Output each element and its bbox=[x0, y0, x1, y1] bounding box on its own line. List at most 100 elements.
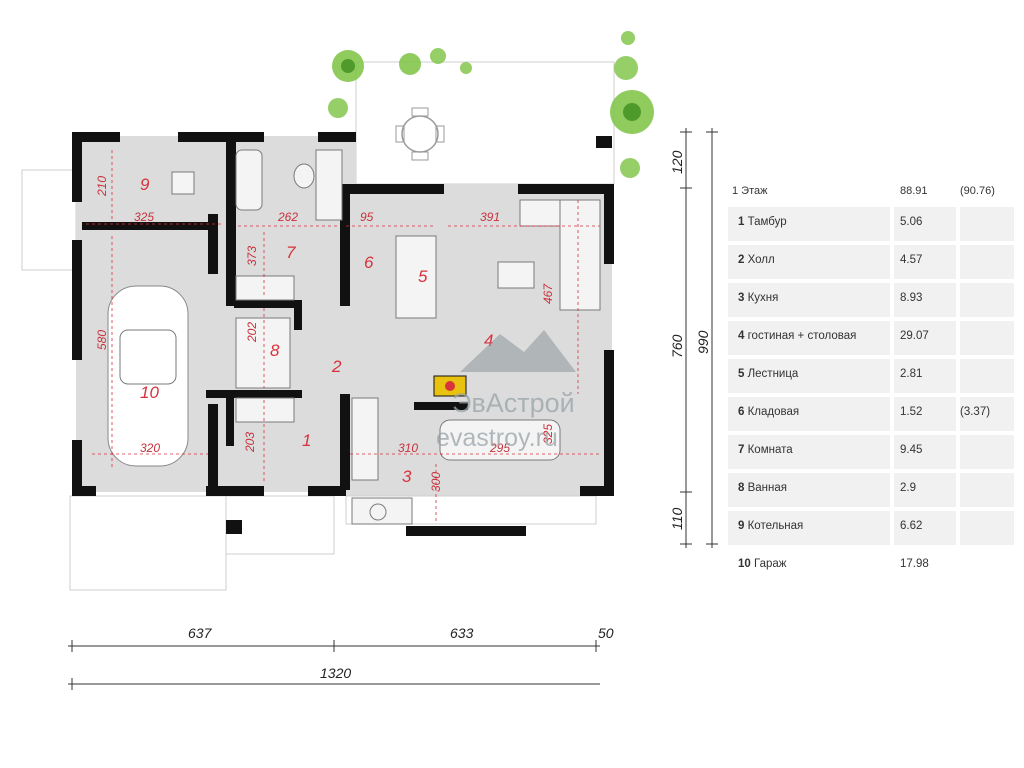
legend-room-name: 7 Комната bbox=[738, 444, 793, 456]
legend-row: 5 Лестница 2.81 bbox=[728, 356, 1016, 394]
legend-row: 2 Холл 4.57 bbox=[728, 242, 1016, 280]
legend-room-area: 2.9 bbox=[900, 482, 916, 494]
legend-room-label: Лестница bbox=[747, 368, 799, 380]
legend-header: 1 Этаж 88.91 (90.76) bbox=[728, 182, 1016, 204]
legend-room-label: Ванная bbox=[747, 482, 788, 494]
shrub-icon bbox=[399, 53, 421, 75]
dim-262: 262 bbox=[277, 210, 298, 224]
floor-plan: 1 2 3 4 5 6 7 8 9 10 210 325 262 95 391 … bbox=[21, 31, 718, 690]
dim-210: 210 bbox=[95, 176, 109, 197]
legend-floor-area: 88.91 bbox=[900, 185, 928, 197]
legend-room-label: Котельная bbox=[747, 520, 804, 532]
legend-room-area: 5.06 bbox=[900, 216, 923, 228]
room-label-4: 4 bbox=[484, 331, 493, 350]
outer-dimension-lines bbox=[68, 128, 718, 690]
legend-room-name: 9 Котельная bbox=[738, 520, 803, 532]
legend-row: 9 Котельная 6.62 bbox=[728, 508, 1016, 546]
shrub-icon bbox=[460, 62, 472, 74]
dim-467: 467 bbox=[541, 283, 555, 304]
legend-room-area: 8.93 bbox=[900, 292, 923, 304]
dim-373: 373 bbox=[245, 246, 259, 266]
dim-325: 325 bbox=[134, 210, 154, 224]
legend-room-name: 5 Лестница bbox=[738, 368, 798, 380]
legend-room-label: Комната bbox=[747, 444, 793, 456]
inner-dimensions: 210 325 262 95 391 373 467 580 202 320 2… bbox=[95, 176, 555, 492]
shrub-icon bbox=[430, 48, 446, 64]
legend-room-name: 8 Ванная bbox=[738, 482, 787, 494]
legend-room-number: 2 bbox=[738, 254, 745, 266]
legend-room-area: 4.57 bbox=[900, 254, 923, 266]
legend-row: 6 Кладовая 1.52 (3.37) bbox=[728, 394, 1016, 432]
dim-637: 637 bbox=[188, 625, 213, 641]
legend-room-number: 3 bbox=[738, 292, 745, 304]
entrance-porch bbox=[225, 495, 335, 555]
legend-room-number: 5 bbox=[738, 368, 745, 380]
terrace bbox=[355, 61, 615, 185]
dim-990: 990 bbox=[695, 330, 711, 354]
dim-300: 300 bbox=[429, 472, 443, 492]
legend-room-area: 9.45 bbox=[900, 444, 923, 456]
legend-row: 4 гостиная + столовая 29.07 bbox=[728, 318, 1016, 356]
legend-rows: 1 Тамбур 5.06 2 Холл 4.57 3 Кухня 8.93 4 гости… bbox=[728, 204, 1016, 584]
watermark: ЭвАстрой evastroy.ru bbox=[436, 330, 576, 452]
outer-dimensions: 637 633 50 1320 120 760 990 110 bbox=[188, 150, 711, 681]
legend-room-name: 3 Кухня bbox=[738, 292, 778, 304]
area-legend: 1 Этаж 88.91 (90.76) 1 Тамбур 5.06 2 Холл 4… bbox=[728, 182, 1016, 584]
dim-95: 95 bbox=[360, 210, 374, 224]
room-label-6: 6 bbox=[364, 253, 374, 272]
inner-dimension-lines bbox=[86, 150, 600, 524]
room-label-10: 10 bbox=[140, 383, 159, 402]
legend-room-number: 1 bbox=[738, 216, 745, 228]
room-label-8: 8 bbox=[270, 341, 280, 360]
legend-room-label: Кладовая bbox=[747, 406, 800, 418]
legend-room-area: 17.98 bbox=[900, 558, 929, 570]
legend-room-label: гостиная + столовая bbox=[747, 330, 857, 342]
legend-room-area: 1.52 bbox=[900, 406, 923, 418]
legend-room-number: 7 bbox=[738, 444, 745, 456]
dim-50: 50 bbox=[598, 625, 614, 641]
dim-202: 202 bbox=[245, 322, 259, 343]
legend-room-number: 6 bbox=[738, 406, 745, 418]
dim-110: 110 bbox=[669, 507, 685, 530]
legend-room-number: 10 bbox=[738, 558, 751, 570]
fixtures bbox=[107, 149, 601, 525]
room-label-5: 5 bbox=[418, 267, 428, 286]
legend-room-number: 9 bbox=[738, 520, 745, 532]
legend-room-label: Холл bbox=[747, 254, 775, 266]
legend-room-label: Гараж bbox=[754, 558, 787, 570]
dim-320: 320 bbox=[140, 441, 160, 455]
fire-icon bbox=[445, 381, 455, 391]
room-label-3: 3 bbox=[402, 467, 412, 486]
watermark-site: evastroy.ru bbox=[436, 424, 558, 452]
room-label-7: 7 bbox=[286, 243, 296, 262]
dim-310: 310 bbox=[398, 441, 418, 455]
room-label-9: 9 bbox=[140, 175, 150, 194]
legend-row: 3 Кухня 8.93 bbox=[728, 280, 1016, 318]
legend-room-name: 4 гостиная + столовая bbox=[738, 330, 856, 342]
dim-120: 120 bbox=[669, 150, 685, 174]
legend-room-number: 4 bbox=[738, 330, 745, 342]
legend-room-name: 1 Тамбур bbox=[738, 216, 787, 228]
legend-room-area: 2.81 bbox=[900, 368, 923, 380]
dim-633: 633 bbox=[450, 625, 474, 641]
shrub-icon bbox=[328, 98, 348, 118]
legend-row: 1 Тамбур 5.06 bbox=[728, 204, 1016, 242]
room-labels: 1 2 3 4 5 6 7 8 9 10 bbox=[140, 175, 493, 486]
shrub-icon bbox=[614, 56, 638, 80]
legend-room-area: 29.07 bbox=[900, 330, 929, 342]
shrub-icon bbox=[620, 158, 640, 178]
dim-295: 295 bbox=[489, 441, 510, 455]
legend-row: 8 Ванная 2.9 bbox=[728, 470, 1016, 508]
side-porch bbox=[21, 169, 77, 271]
landscaping bbox=[328, 31, 654, 178]
dim-580: 580 bbox=[95, 330, 109, 350]
legend-room-label: Тамбур bbox=[747, 216, 787, 228]
legend-floor-total: (90.76) bbox=[960, 185, 995, 197]
dim-203: 203 bbox=[243, 432, 257, 453]
legend-room-total: (3.37) bbox=[960, 406, 991, 418]
legend-room-name: 2 Холл bbox=[738, 254, 775, 266]
dim-1320: 1320 bbox=[320, 665, 351, 681]
legend-room-area: 6.62 bbox=[900, 520, 923, 532]
legend-room-label: Кухня bbox=[747, 292, 779, 304]
watermark-brand: ЭвАстрой bbox=[452, 388, 575, 418]
